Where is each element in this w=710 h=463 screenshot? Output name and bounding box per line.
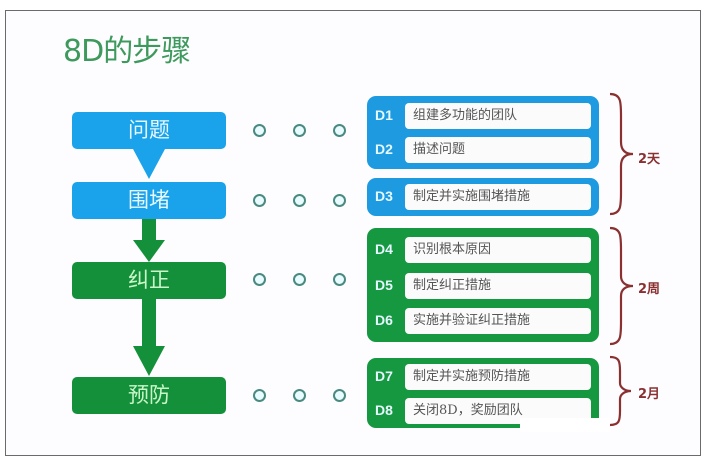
list-item: D7 制定并实施预防措施 <box>367 364 599 390</box>
list-item: D1 组建多功能的团队 <box>367 103 599 129</box>
arrow-down-icon <box>133 346 165 376</box>
circle-icon <box>333 194 346 207</box>
step-problem: 问题 <box>72 112 226 149</box>
arrow-down-icon <box>133 149 165 179</box>
circle-icon <box>253 389 266 402</box>
step-code: D5 <box>375 277 393 293</box>
duration-label: 2月 <box>638 387 661 402</box>
step-text: 关闭8D，奖励团队 <box>405 398 591 424</box>
list-item: D6 实施并验证纠正措施 <box>367 308 599 334</box>
step-code: D1 <box>375 107 393 123</box>
slide-title: 8D的步骤 <box>63 34 191 69</box>
step-correction: 纠正 <box>72 262 226 299</box>
step-text: 制定并实施围堵措施 <box>405 184 591 210</box>
step-containment: 围堵 <box>72 182 226 219</box>
list-item: D2 描述问题 <box>367 137 599 163</box>
step-text: 实施并验证纠正措施 <box>405 308 591 334</box>
crop-mask <box>520 418 610 432</box>
circle-icon <box>293 124 306 137</box>
step-text: 制定并实施预防措施 <box>405 364 591 390</box>
arrow-shaft <box>142 299 156 351</box>
step-code: D2 <box>375 141 393 157</box>
circle-icon <box>293 389 306 402</box>
circle-icon <box>333 124 346 137</box>
arrow-down-icon <box>133 240 165 262</box>
brace-icon <box>609 355 632 427</box>
group-d7-d8: D7 制定并实施预防措施 D8 关闭8D，奖励团队 <box>367 358 599 428</box>
circle-icon <box>253 124 266 137</box>
brace-icon <box>609 226 634 346</box>
group-d1-d2: D1 组建多功能的团队 D2 描述问题 <box>367 96 599 169</box>
circle-icon <box>293 273 306 286</box>
list-item: D3 制定并实施围堵措施 <box>367 184 599 210</box>
brace-icon <box>609 92 634 216</box>
circle-icon <box>333 389 346 402</box>
step-code: D4 <box>375 241 393 257</box>
list-item: D4 识别根本原因 <box>367 237 599 263</box>
circle-icon <box>253 273 266 286</box>
list-item: D8 关闭8D，奖励团队 <box>367 398 599 424</box>
step-code: D6 <box>375 312 393 328</box>
list-item: D5 制定纠正措施 <box>367 273 599 299</box>
arrow-shaft <box>142 219 156 243</box>
duration-label: 2天 <box>638 152 661 167</box>
step-text: 组建多功能的团队 <box>405 103 591 129</box>
circle-icon <box>333 273 346 286</box>
duration-label: 2周 <box>638 282 661 297</box>
step-code: D7 <box>375 368 393 384</box>
group-d4-d6: D4 识别根本原因 D5 制定纠正措施 D6 实施并验证纠正措施 <box>367 228 599 342</box>
step-code: D8 <box>375 402 393 418</box>
circle-icon <box>253 194 266 207</box>
step-text: 识别根本原因 <box>405 237 591 263</box>
step-prevention: 预防 <box>72 377 226 414</box>
group-d3: D3 制定并实施围堵措施 <box>367 178 599 216</box>
step-code: D3 <box>375 188 393 204</box>
step-text: 制定纠正措施 <box>405 273 591 299</box>
step-text: 描述问题 <box>405 137 591 163</box>
circle-icon <box>293 194 306 207</box>
